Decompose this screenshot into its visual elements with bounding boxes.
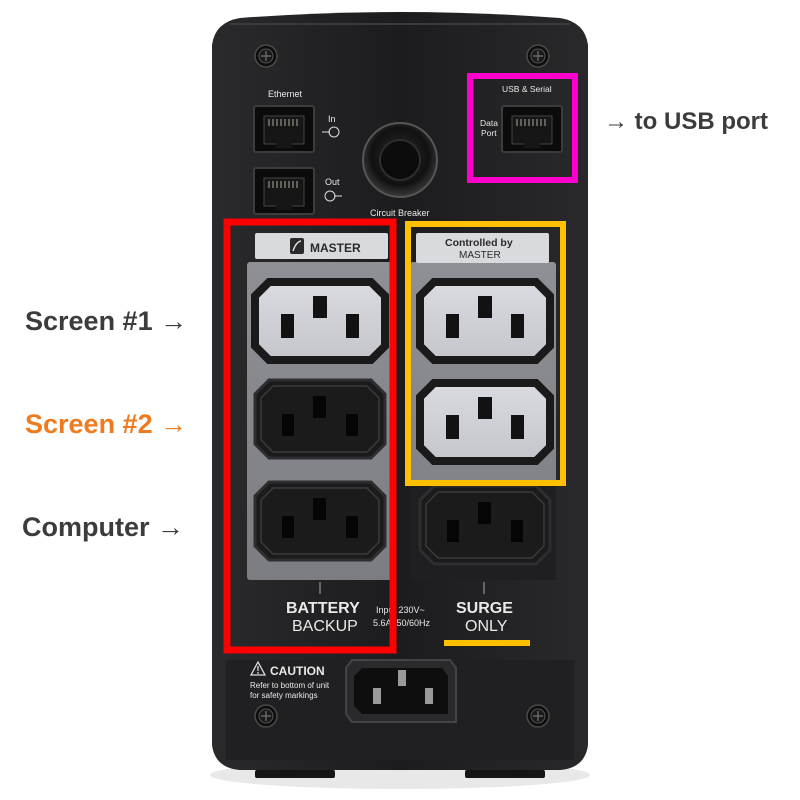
surge-label-1: SURGE — [456, 600, 513, 617]
caution-icon — [249, 660, 267, 676]
input-label-2: 5.6A, 50/60Hz — [373, 618, 431, 628]
input-label-1: Input 230V~ — [376, 605, 425, 615]
outlet-controlled-2 — [420, 383, 550, 461]
surge-controlled-highlight — [405, 221, 566, 486]
ethernet-in-port — [253, 105, 315, 153]
computer-annotation: Computer → — [22, 512, 184, 542]
controlled-tab-label-1: Controlled by — [445, 237, 513, 249]
outlet-master-3 — [253, 480, 387, 562]
screw-icon — [254, 704, 278, 728]
caution-text-2: for safety markings — [250, 691, 318, 700]
outlet-master-1 — [255, 282, 385, 360]
eth-out-label: Out — [325, 177, 340, 187]
screw-icon — [526, 44, 550, 68]
usb-data-port — [501, 105, 563, 153]
ethernet-out-port — [253, 167, 315, 215]
screen2-annotation: Screen #2 → — [25, 409, 188, 439]
usb-port-highlight — [467, 73, 578, 183]
outlet-controlled-1 — [420, 282, 550, 360]
data-port-label-2: Port — [481, 128, 497, 138]
battery-label-2: BACKUP — [292, 618, 358, 635]
caution-text-1: Refer to bottom of unit — [250, 681, 330, 690]
master-tab-label: MASTER — [310, 241, 361, 255]
outlet-surge — [418, 484, 552, 566]
usb-port-annotation: → to USB port — [604, 108, 768, 135]
surge-label-2: ONLY — [465, 618, 508, 635]
outlet-master-2 — [253, 378, 387, 460]
ethernet-label: Ethernet — [268, 89, 303, 99]
battery-label-1: BATTERY — [286, 600, 360, 617]
circuit-breaker-label: Circuit Breaker — [370, 208, 430, 218]
data-port-label-1: Data — [480, 118, 498, 128]
usb-serial-label: USB & Serial — [502, 84, 552, 94]
screw-icon — [254, 44, 278, 68]
battery-backup-highlight — [223, 218, 397, 654]
screw-icon — [526, 704, 550, 728]
caution-label: CAUTION — [270, 664, 325, 678]
screen1-annotation: Screen #1 → — [25, 306, 188, 336]
controlled-tab-label-2: MASTER — [459, 250, 501, 261]
eth-in-label: In — [328, 114, 336, 124]
